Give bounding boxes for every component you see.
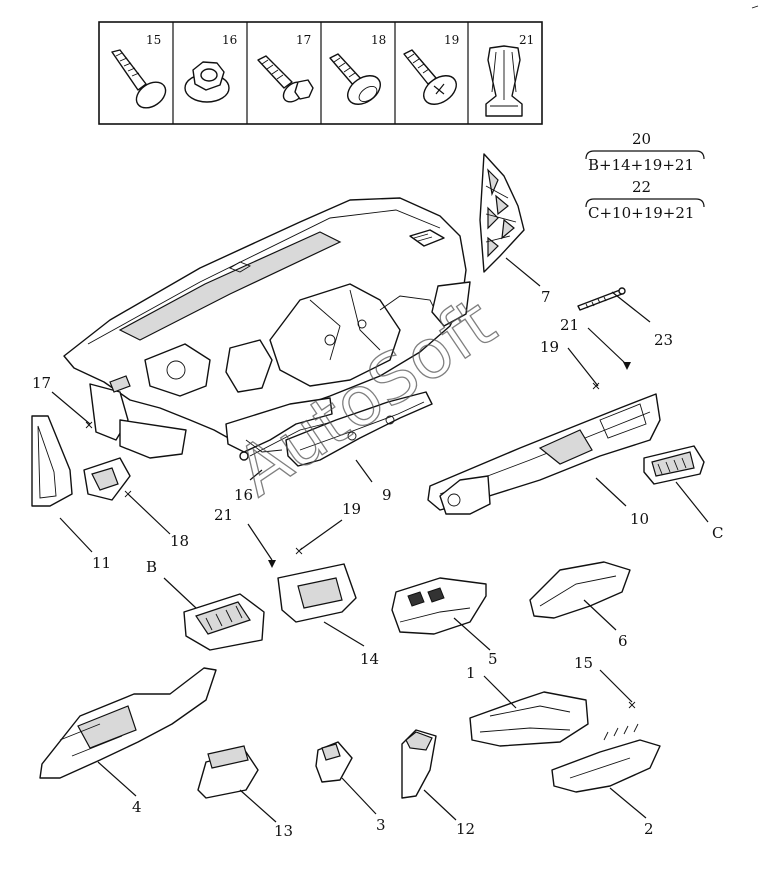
part-13-storage-box (197, 745, 259, 799)
part-7-side-panel (479, 153, 525, 273)
phillips-screw-icon (403, 49, 457, 105)
part-9-cross-member (239, 391, 433, 467)
part-12-side-panel (401, 729, 437, 799)
callout-2: 2 (644, 820, 654, 838)
tapping-screw-icon (111, 49, 167, 109)
assembly-formula-20: 20 B+14+19+21 (585, 130, 705, 174)
pan-head-screw-icon (329, 53, 381, 105)
part-23-rod (577, 287, 626, 311)
assembly-formula: B+14+19+21 (588, 156, 694, 174)
callout-9: 9 (382, 486, 392, 504)
callout-4: 4 (132, 798, 142, 816)
callout-11: 11 (92, 554, 111, 572)
callout-B: B (146, 558, 157, 576)
leader-lines (51, 257, 709, 823)
instrument-panel-main (63, 197, 471, 501)
callout-5: 5 (488, 650, 498, 668)
hex-flange-nut-icon (184, 61, 230, 103)
callout-C: C (712, 524, 723, 542)
callout-18: 18 (170, 532, 189, 550)
callout-23: 23 (654, 331, 673, 349)
spring-clip-icon (485, 45, 523, 117)
callout-19: 19 (342, 500, 361, 518)
callout-14: 14 (360, 650, 379, 668)
hex-flange-bolt-icon (257, 55, 314, 103)
assembly-number: 20 (632, 130, 651, 148)
callout-17: 17 (32, 374, 51, 392)
corner-mark (751, 5, 759, 9)
assembly-number: 22 (632, 178, 651, 196)
kit-cell-18: 18 (329, 33, 386, 105)
kit-number: 19 (444, 33, 459, 47)
callout-1: 1 (466, 664, 476, 682)
assembly-formula: C+10+19+21 (588, 204, 694, 222)
callout-21: 21 (560, 316, 579, 334)
callout-10: 10 (630, 510, 649, 528)
fastener-kit-table: 15 16 17 (98, 21, 543, 125)
kit-cell-21: 21 (485, 33, 534, 117)
callout-7: 7 (541, 288, 551, 306)
part-B-air-vent (183, 593, 265, 651)
callout-6: 6 (618, 632, 628, 650)
callout-3: 3 (376, 816, 386, 834)
callout-13: 13 (274, 822, 293, 840)
part-1-bracket (469, 691, 589, 747)
kit-number: 16 (222, 33, 237, 47)
part-4-lower-trim (39, 667, 217, 779)
part-3-clip (315, 741, 353, 783)
kit-cell-19: 19 (403, 33, 459, 105)
kit-number: 15 (146, 33, 161, 47)
part-C-air-vent (643, 445, 705, 485)
callout-15: 15 (574, 654, 593, 672)
part-5-control-panel (391, 577, 487, 635)
callout-21: 21 (214, 506, 233, 524)
kit-number: 18 (371, 33, 386, 47)
kit-number: 17 (296, 33, 311, 47)
part-10-trim-panel (427, 393, 661, 515)
part-6-top-cover (529, 561, 631, 619)
callout-12: 12 (456, 820, 475, 838)
kit-cell-15: 15 (111, 33, 167, 109)
callout-labels: 7 23 21 19 17 16 9 10 C 11 18 21 19 B 14… (32, 288, 723, 840)
callout-19: 19 (540, 338, 559, 356)
part-2-bracket (551, 723, 661, 793)
part-14-bracket (277, 563, 357, 623)
kit-number: 21 (519, 33, 534, 47)
part-11-side-cover (31, 415, 73, 507)
callout-16: 16 (234, 486, 253, 504)
kit-cell-17: 17 (257, 33, 314, 103)
kit-cell-16: 16 (184, 33, 237, 103)
assembly-formula-22: 22 C+10+19+21 (585, 178, 705, 222)
